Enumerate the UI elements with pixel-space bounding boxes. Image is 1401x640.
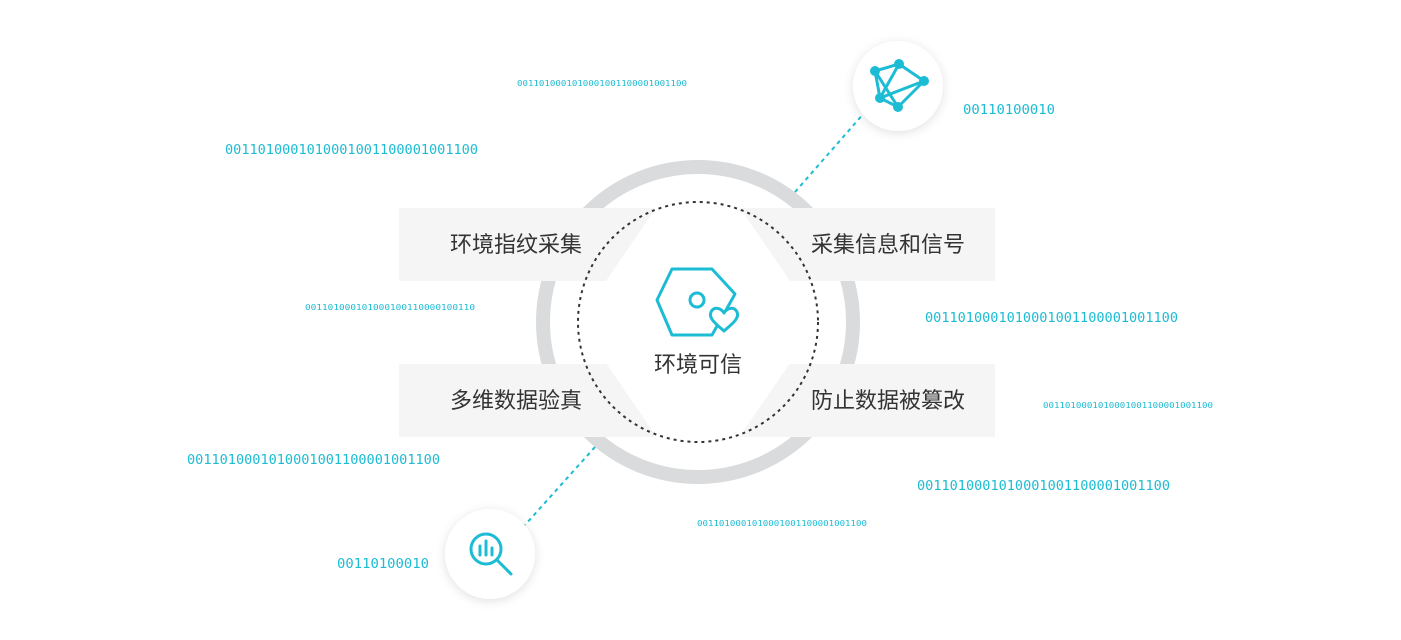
network-node <box>853 41 943 131</box>
binary-text: 0011010001010001001100001001100 <box>225 143 478 158</box>
binary-text: 00110100010 <box>337 557 429 572</box>
binary-text: 0011010001010001001100001001100 <box>697 519 867 528</box>
binary-text: 0011010001010001001100001001100 <box>1043 401 1213 410</box>
label-top-left: 环境指纹采集 <box>450 233 582 258</box>
binary-text: 0011010001010001001100001001100 <box>517 79 687 88</box>
center-title: 环境可信 <box>654 353 742 378</box>
magnifier-node <box>445 509 535 599</box>
binary-text: 001101000101000100110000100110 <box>305 303 475 312</box>
magnifier-chart-icon <box>469 532 513 576</box>
band-top-left <box>399 208 654 281</box>
label-top-right: 采集信息和信号 <box>811 233 965 258</box>
outer-ring <box>536 160 860 484</box>
binary-text: 0011010001010001001100001001100 <box>917 479 1170 494</box>
label-bottom-left: 多维数据验真 <box>450 389 582 414</box>
label-bottom-right: 防止数据被篡改 <box>811 389 965 414</box>
band-bottom-left <box>399 364 654 437</box>
connector-bottom <box>524 446 596 526</box>
connector-top <box>794 111 866 193</box>
band-bottom-right <box>740 364 995 437</box>
binary-text: 0011010001010001001100001001100 <box>187 453 440 468</box>
hexagon-heart-icon <box>655 267 740 337</box>
binary-text: 0011010001010001001100001001100 <box>925 311 1178 326</box>
binary-text: 00110100010 <box>963 103 1055 118</box>
center-hexagon <box>578 202 818 442</box>
inner-dashed-circle <box>577 201 819 443</box>
network-icon <box>870 59 929 112</box>
band-top-right <box>740 208 995 281</box>
